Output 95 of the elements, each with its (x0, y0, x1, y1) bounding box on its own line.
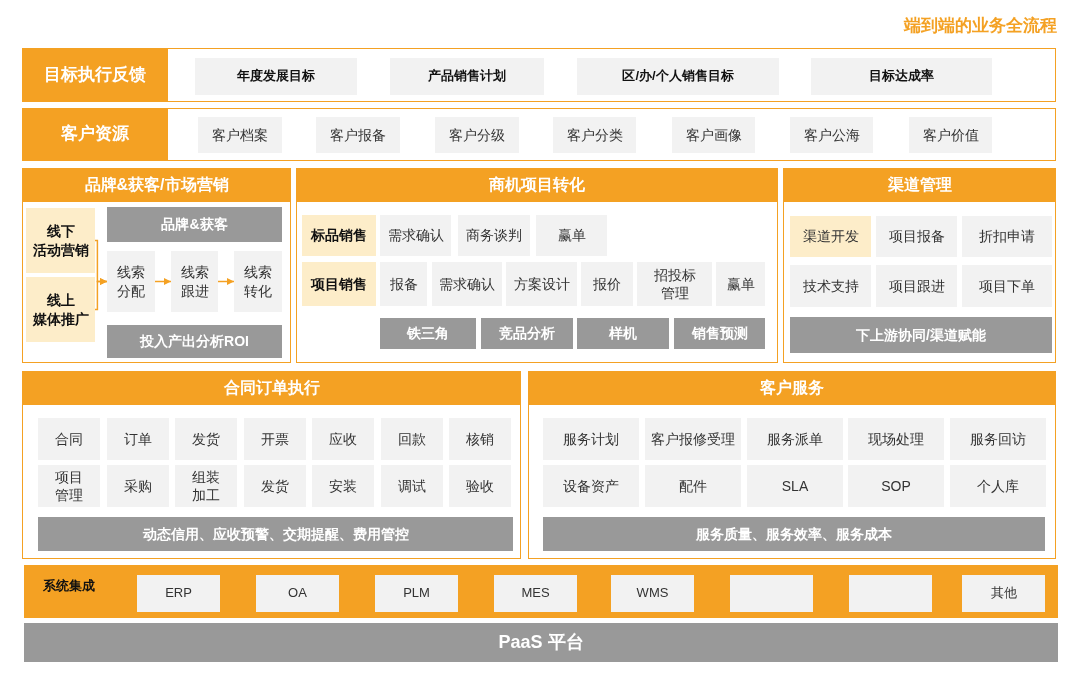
row-header: 目标执行反馈 (22, 48, 168, 102)
capability-bar: 品牌&获客 (107, 207, 282, 242)
capability-bar: 动态信用、应收预警、交期提醒、费用管控 (38, 517, 513, 551)
feature-tile: 现场处理 (848, 418, 944, 460)
platform-band: PaaS 平台 (24, 623, 1058, 662)
feature-tile: 技术支持 (790, 265, 871, 307)
category-tile: 标品销售 (302, 215, 376, 256)
feature-tile: 报价 (581, 262, 633, 306)
category-tile: 渠道开发 (790, 216, 871, 257)
feature-tile: 赢单 (716, 262, 765, 306)
capability-bar: 样机 (577, 318, 669, 349)
feature-tile: 线索转化 (234, 251, 282, 312)
panel-header: 客户服务 (528, 371, 1056, 405)
feature-tile: 线索跟进 (171, 251, 218, 312)
integration-band (24, 565, 1058, 618)
system-tile: ERP (137, 575, 220, 612)
system-tile: OA (256, 575, 339, 612)
feature-tile: 客户报备 (316, 117, 400, 153)
feature-tile: 产品销售计划 (390, 58, 544, 95)
feature-tile: 安装 (312, 465, 374, 507)
capability-bar: 竞品分析 (481, 318, 573, 349)
feature-tile: 折扣申请 (962, 216, 1052, 257)
capability-bar: 铁三角 (380, 318, 476, 349)
feature-tile: 招投标管理 (637, 262, 712, 306)
feature-tile: 发货 (244, 465, 306, 507)
module-panel (296, 168, 778, 363)
feature-tile: 验收 (449, 465, 511, 507)
feature-tile: 设备资产 (543, 465, 639, 507)
feature-tile: 合同 (38, 418, 100, 460)
feature-tile: 客户公海 (790, 117, 873, 153)
capability-bar: 投入产出分析ROI (107, 325, 282, 358)
feature-tile: 赢单 (536, 215, 607, 256)
capability-bar: 销售预测 (674, 318, 765, 349)
layer-band (22, 48, 1056, 102)
row-header: 客户资源 (22, 108, 168, 161)
feature-tile: SOP (848, 465, 944, 507)
feature-tile: 需求确认 (432, 262, 502, 306)
panel-header: 商机项目转化 (296, 168, 778, 202)
feature-tile: 客户报修受理 (645, 418, 741, 460)
system-tile: WMS (611, 575, 694, 612)
module-panel (22, 168, 291, 363)
module-panel (528, 371, 1056, 559)
feature-tile: 调试 (381, 465, 443, 507)
capability-bar: 服务质量、服务效率、服务成本 (543, 517, 1045, 551)
feature-tile: 发货 (175, 418, 237, 460)
feature-tile: 应收 (312, 418, 374, 460)
panel-header: 渠道管理 (783, 168, 1056, 202)
feature-tile: 报备 (380, 262, 427, 306)
system-tile (849, 575, 932, 612)
band-title: 系统集成 (43, 578, 95, 594)
feature-tile: 方案设计 (506, 262, 577, 306)
system-tile (730, 575, 813, 612)
feature-tile: 客户分级 (435, 117, 519, 153)
feature-tile: 回款 (381, 418, 443, 460)
feature-tile: 开票 (244, 418, 306, 460)
feature-tile: 区/办/个人销售目标 (577, 58, 779, 95)
system-tile: PLM (375, 575, 458, 612)
feature-tile: 客户价值 (909, 117, 992, 153)
feature-tile: 线索分配 (107, 251, 155, 312)
module-panel (22, 371, 521, 559)
feature-tile: 项目下单 (962, 265, 1052, 307)
arrow (217, 278, 235, 285)
feature-tile: 订单 (107, 418, 169, 460)
feature-tile: 项目跟进 (876, 265, 957, 307)
feature-tile: 目标达成率 (811, 58, 992, 95)
feature-tile: 需求确认 (380, 215, 451, 256)
feature-tile: 采购 (107, 465, 169, 507)
feature-tile: 年度发展目标 (195, 58, 357, 95)
module-panel (783, 168, 1056, 363)
feature-tile: 服务派单 (747, 418, 843, 460)
category-tile: 线上媒体推广 (26, 277, 95, 342)
page-title: 端到端的业务全流程 (904, 15, 1057, 37)
layer-band (22, 108, 1056, 161)
arrow (154, 278, 172, 285)
feature-tile: 商务谈判 (458, 215, 530, 256)
feature-tile: 配件 (645, 465, 741, 507)
feature-tile: 项目管理 (38, 465, 100, 507)
system-tile: 其他 (962, 575, 1045, 612)
panel-header: 品牌&获客/市场营销 (22, 168, 291, 202)
feature-tile: 服务计划 (543, 418, 639, 460)
arrow (94, 278, 108, 311)
capability-bar: 下上游协同/渠道赋能 (790, 317, 1052, 353)
feature-tile: 核销 (449, 418, 511, 460)
feature-tile: SLA (747, 465, 843, 507)
feature-tile: 个人库 (950, 465, 1046, 507)
feature-tile: 客户分类 (553, 117, 636, 153)
category-tile: 线下活动营销 (26, 208, 95, 273)
feature-tile: 组装加工 (175, 465, 237, 507)
feature-tile: 客户画像 (672, 117, 755, 153)
feature-tile: 客户档案 (198, 117, 282, 153)
category-tile: 项目销售 (302, 262, 376, 306)
feature-tile: 服务回访 (950, 418, 1046, 460)
feature-tile: 项目报备 (876, 216, 957, 257)
panel-header: 合同订单执行 (22, 371, 521, 405)
system-tile: MES (494, 575, 577, 612)
